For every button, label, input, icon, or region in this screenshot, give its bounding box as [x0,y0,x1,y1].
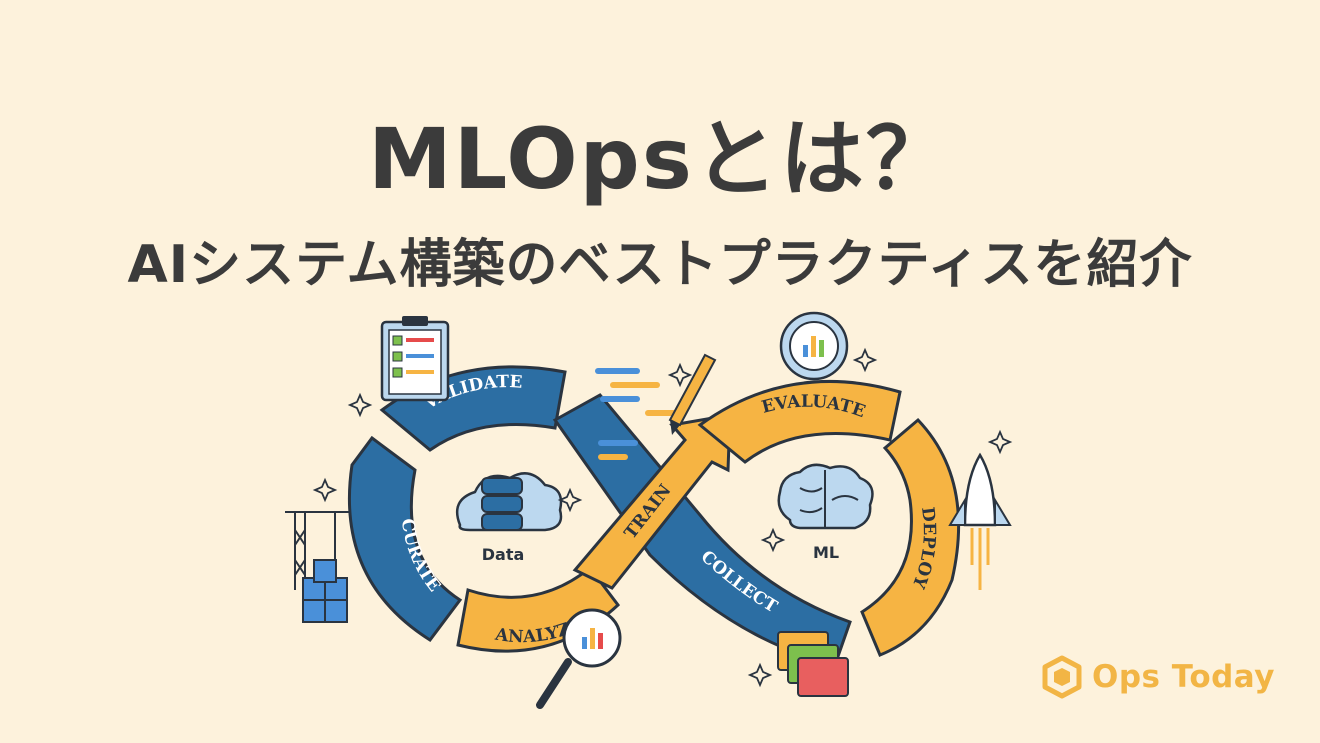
ml-label: ML [813,543,839,562]
collect-segment [552,393,852,667]
pencil-icon [668,353,717,435]
ops-today-logo: Ops Today [1040,652,1275,702]
folders-icon [777,631,849,697]
deploy-segment [860,417,961,657]
curate-segment [347,435,463,643]
page-title: MLOpsとは？ [368,110,952,208]
page-subtitle: AIシステム構築のベストプラクティスを紹介 [127,235,1193,295]
database-cloud-icon [455,472,563,532]
brain-icon [777,463,874,530]
sparkle-icon [312,347,1013,688]
clipboard-icon [380,316,450,402]
rocket-icon [948,452,1012,590]
document-lines-icon [595,368,685,460]
cubes-icon [302,559,348,623]
evaluate-segment [697,379,902,464]
crane-icon [285,511,350,590]
magnifier-chart-icon [536,608,622,709]
gear-chart-icon [779,311,849,381]
logo-mark-icon [1042,655,1082,699]
data-label: Data [482,545,525,564]
brand-name: Ops Today [1092,659,1275,695]
